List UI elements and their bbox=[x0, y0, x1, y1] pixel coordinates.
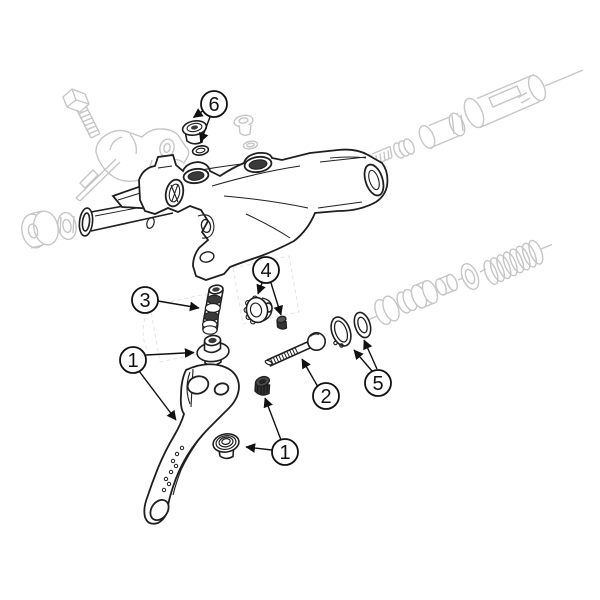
set-screw-icon bbox=[276, 315, 288, 330]
circlip-icon bbox=[330, 316, 352, 350]
callout-1-left: 1 bbox=[119, 346, 147, 374]
return-spring-icon bbox=[483, 239, 553, 285]
pivot-bushing-icon bbox=[196, 334, 230, 367]
cover-screw-light-icon bbox=[233, 114, 259, 150]
callout-5: 5 bbox=[364, 369, 392, 397]
roller-icon bbox=[21, 210, 59, 249]
o-ring-icon bbox=[191, 145, 210, 156]
lever-body-icon bbox=[111, 148, 389, 281]
callout-4: 4 bbox=[252, 256, 280, 284]
hose-seal-icon bbox=[393, 138, 415, 159]
callout-6: 6 bbox=[200, 90, 228, 118]
reach-adjust-knob-icon bbox=[243, 295, 273, 325]
callout-1-right: 1 bbox=[271, 438, 299, 466]
hose-nut-icon bbox=[418, 112, 466, 149]
callout-1-right-label: 1 bbox=[279, 442, 290, 464]
washer-icon bbox=[353, 311, 372, 339]
lever-blade-icon bbox=[143, 363, 240, 525]
piston-washer-icon bbox=[460, 262, 480, 291]
clamp-bolt-icon bbox=[62, 88, 101, 139]
callout-5-label: 5 bbox=[372, 373, 383, 395]
callout-4-label: 4 bbox=[260, 260, 271, 282]
flanged-nut-icon bbox=[212, 433, 240, 460]
piston-icon bbox=[410, 273, 458, 309]
hose-fitting-group bbox=[350, 69, 584, 176]
piston-cup-seal-icon bbox=[374, 295, 400, 326]
cover-screw-icon bbox=[181, 119, 208, 145]
callout-1-left-label: 1 bbox=[127, 350, 138, 372]
clamp-rod-icon bbox=[75, 158, 121, 202]
leader-arrows bbox=[138, 108, 378, 453]
hose-fitting-icon bbox=[463, 73, 547, 129]
barrel-adjuster-icon bbox=[254, 375, 271, 396]
pivot-bolt-icon bbox=[264, 331, 326, 367]
callout-3-label: 3 bbox=[139, 290, 150, 312]
o-ring-light-icon bbox=[242, 140, 259, 150]
callout-6-label: 6 bbox=[208, 94, 219, 116]
pushrod-icon bbox=[202, 284, 224, 335]
callout-3: 3 bbox=[131, 286, 159, 314]
hex-washer-icon bbox=[57, 211, 77, 241]
callout-2: 2 bbox=[312, 382, 340, 410]
piston-assembly-group bbox=[367, 239, 553, 326]
blade-grip-dimples bbox=[161, 445, 185, 493]
callout-2-label: 2 bbox=[320, 386, 331, 408]
